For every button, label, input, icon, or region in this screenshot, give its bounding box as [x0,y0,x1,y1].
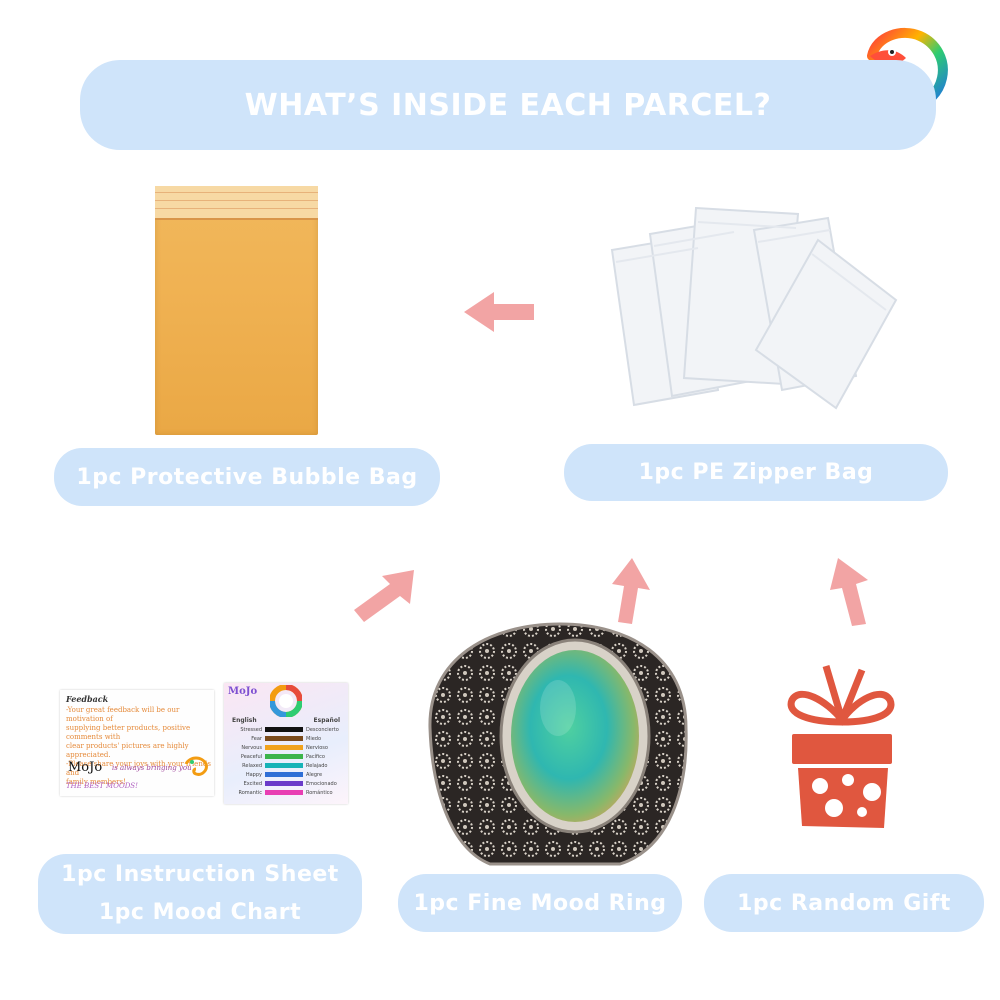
mood-chart-row: Happy Alegre [224,770,348,779]
mood-ring-label: 1pc Fine Mood Ring [413,890,667,916]
mood-color-swatch [265,790,303,795]
bubble-bag-label-pill: 1pc Protective Bubble Bag [54,448,440,506]
mood-english: Relaxed [242,762,262,769]
mood-chart-image: MoJo English Español Stressed Desconciert… [224,683,348,804]
chameleon-small-icon [184,756,208,776]
zipper-bag-label-pill: 1pc PE Zipper Bag [564,444,948,501]
up-arrow-icon-right [830,558,868,626]
mood-spanish: Desconcierto [306,726,339,733]
mood-chart-row: Stressed Desconcierto [224,725,348,734]
left-arrow-icon [464,292,534,332]
mood-spanish: Nervioso [306,744,328,751]
mood-color-swatch [265,781,303,786]
brand-tagline: is always bringing you [112,764,192,772]
mood-color-swatch [265,754,303,759]
mood-english: Nervous [241,744,262,751]
mood-spanish: Romántico [306,789,333,796]
bubble-bag-image [155,186,318,435]
up-arrow-icon [612,558,650,624]
instruction-label-pill: 1pc Instruction Sheet 1pc Mood Chart [38,854,362,934]
color-wheel-icon [270,685,302,717]
mood-color-swatch [265,772,303,777]
up-right-arrow-icon [354,570,414,622]
brand-slogan: THE BEST MOODS! [66,782,138,790]
mood-color-swatch [265,736,303,741]
instruction-line: -Your great feedback will be our motivat… [66,706,180,723]
mood-english: Fear [251,735,262,742]
mood-color-swatch [265,763,303,768]
chart-col-spanish: Español [313,717,340,724]
instruction-line: clear products' pictures are highly appr… [66,742,189,759]
page-title-banner: WHAT’S INSIDE EACH PARCEL? [80,60,936,150]
instruction-sheet-image: Feedback -Your great feedback will be ou… [60,690,214,796]
random-gift-label: 1pc Random Gift [737,890,951,916]
mood-spanish: Relajado [306,762,328,769]
instruction-sheet-label: 1pc Instruction Sheet [61,862,339,887]
bubble-bag-label: 1pc Protective Bubble Bag [76,464,418,490]
mood-chart-row: Nervous Nervioso [224,743,348,752]
mood-spanish: Emocionado [306,780,337,787]
mood-chart-row: Peaceful Pacífico [224,752,348,761]
mood-english: Happy [245,771,262,778]
zipper-bag-label: 1pc PE Zipper Bag [638,460,874,485]
mood-chart-row: Fear Miedo [224,734,348,743]
instruction-heading: Feedback [66,694,109,704]
mood-chart-row: Excited Emocionado [224,779,348,788]
mood-ring-image [428,622,688,866]
mood-chart-logo: MoJo [228,686,258,697]
mood-english: Romantic [238,789,262,796]
gift-icon [787,665,895,828]
zipper-bags-image [610,206,898,410]
mood-ring-label-pill: 1pc Fine Mood Ring [398,874,682,932]
mood-english: Excited [243,780,262,787]
page-title: WHAT’S INSIDE EACH PARCEL? [244,87,772,123]
instruction-line: family members! [66,778,126,786]
mood-color-swatch [265,745,303,750]
mood-spanish: Alegre [306,771,323,778]
mood-color-swatch [265,727,303,732]
mood-english: Peaceful [240,753,262,760]
brand-logo: MoJo [68,760,103,775]
instruction-line: supplying better products, positive comm… [66,724,191,741]
chart-col-english: English [232,717,257,724]
instruction-line: -Please share your joys with your friend… [66,760,211,777]
mood-chart-label: 1pc Mood Chart [98,900,302,925]
mood-chart-row: Romantic Romántico [224,788,348,797]
random-gift-label-pill: 1pc Random Gift [704,874,984,932]
mood-spanish: Pacífico [306,753,325,760]
mood-spanish: Miedo [306,735,322,742]
mood-chart-row: Relaxed Relajado [224,761,348,770]
mood-english: Stressed [240,726,262,733]
